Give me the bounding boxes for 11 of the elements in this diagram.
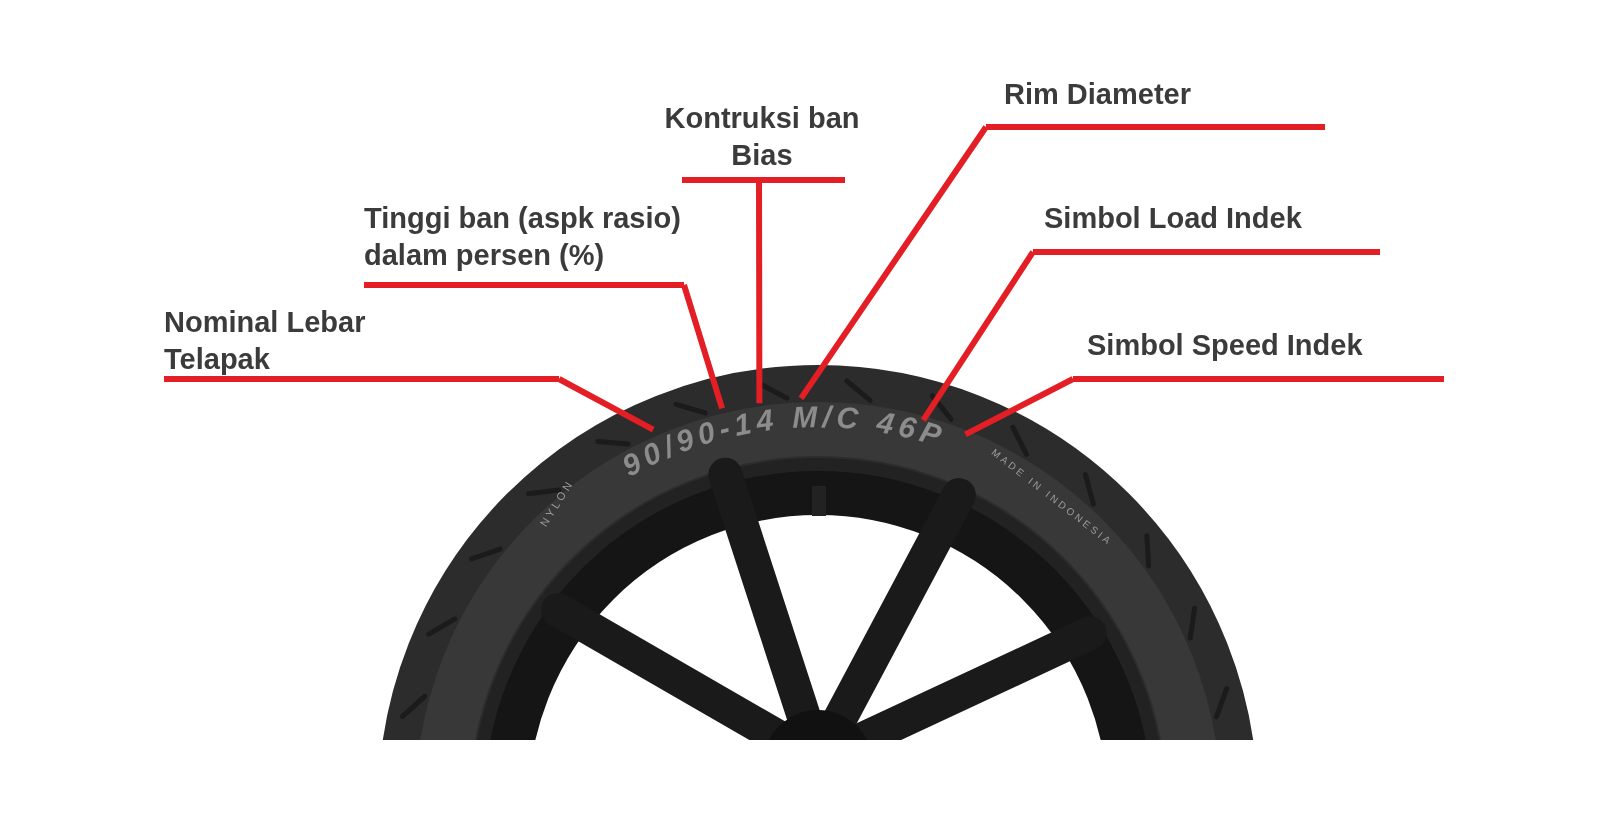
leader-line — [962, 376, 1447, 438]
leader-line — [361, 282, 726, 412]
callout-label: Simbol Speed Indek — [1073, 327, 1444, 379]
callout-label: Tinggi ban (aspk rasio) dalam persen (%) — [364, 200, 684, 285]
leader-line — [161, 376, 657, 433]
callout-label: Kontruksi ban Bias — [647, 100, 877, 180]
leader-line — [920, 249, 1383, 424]
callout-label: Rim Diameter — [986, 76, 1325, 127]
leader-line — [798, 124, 1328, 402]
callout-label: Simbol Load Indek — [1033, 200, 1380, 252]
callout-label: Nominal Lebar Telapak — [164, 304, 559, 379]
